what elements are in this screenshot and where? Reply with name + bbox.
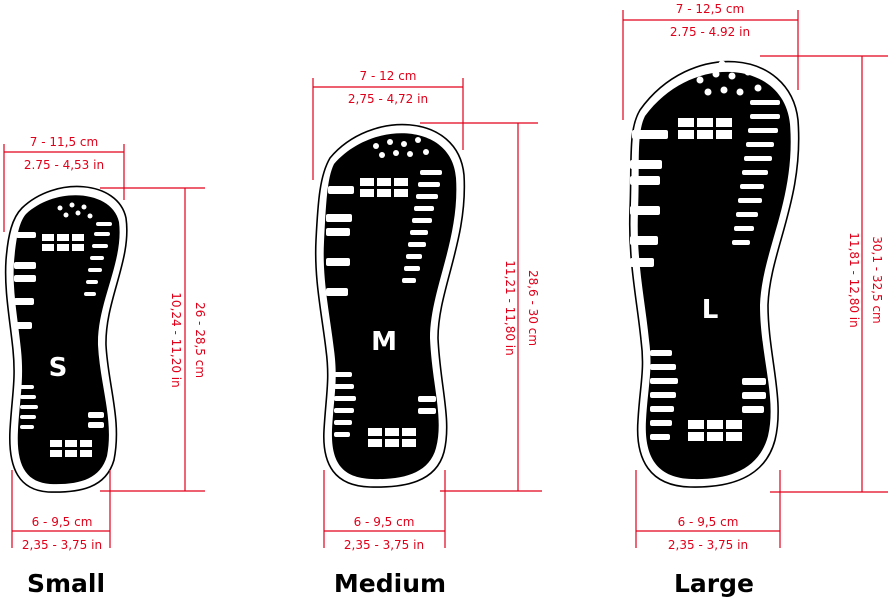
medium-length-cm: 28,6 - 30 cm [526,270,540,346]
size-large-group: 7 - 12,5 cm 2.75 - 4.92 in [622,2,888,598]
small-length-in: 10,24 - 11,20 in [169,292,183,387]
medium-length-in: 11,21 - 11,80 in [503,260,517,355]
large-heel-width-cm: 6 - 9,5 cm [678,515,739,529]
size-small-group: 7 - 11,5 cm 2.75 - 4,53 in [3,135,207,598]
small-size-label: Small [27,569,105,598]
medium-sole-letter: M [371,327,397,357]
large-toe-width-cm: 7 - 12,5 cm [676,2,744,16]
large-sole-letter: L [702,295,719,325]
medium-toe-width-cm: 7 - 12 cm [360,69,417,83]
medium-heel-width-cm: 6 - 9,5 cm [354,515,415,529]
small-sole-letter: S [49,353,68,383]
large-toe-width-in: 2.75 - 4.92 in [670,25,750,39]
small-heel-width-in: 2,35 - 3,75 in [22,538,102,552]
large-heel-width-in: 2,35 - 3,75 in [668,538,748,552]
medium-toe-width-in: 2,75 - 4,72 in [348,92,428,106]
medium-heel-width-in: 2,35 - 3,75 in [344,538,424,552]
small-length-cm: 26 - 28,5 cm [193,302,207,378]
small-toe-width-in: 2.75 - 4,53 in [24,158,104,172]
small-heel-width-cm: 6 - 9,5 cm [32,515,93,529]
large-length-cm: 30,1 - 32,5 cm [870,236,884,324]
medium-sole: M [314,123,466,488]
large-length-in: 11,81 - 12,80 in [847,232,861,327]
large-size-label: Large [674,569,754,598]
small-toe-width-cm: 7 - 11,5 cm [30,135,98,149]
size-medium-group: 7 - 12 cm 2,75 - 4,72 in [312,69,542,598]
small-sole: S [4,185,128,493]
large-sole: L [628,60,800,488]
medium-size-label: Medium [334,569,446,598]
